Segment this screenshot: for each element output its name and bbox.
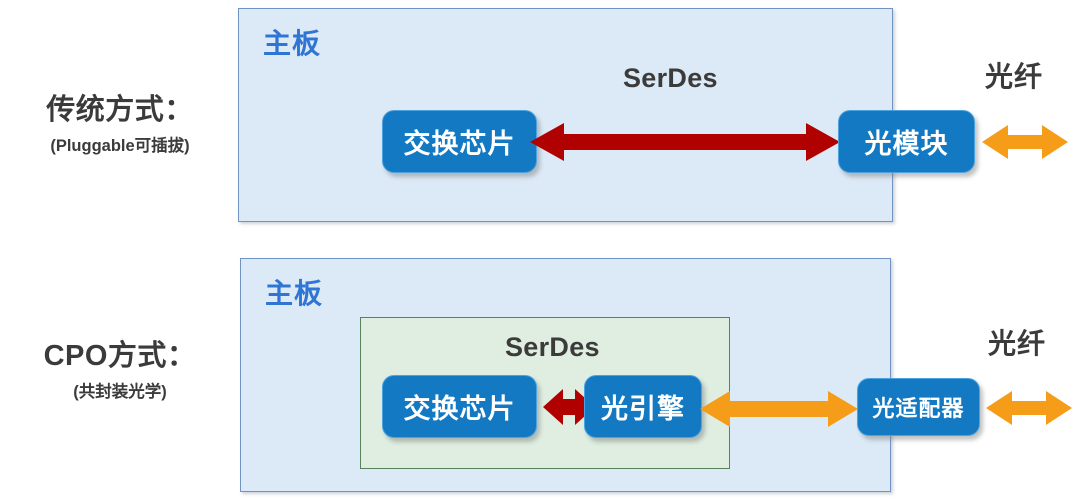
row-subtitle-traditional: (Pluggable可插拔): [50, 137, 190, 156]
fiber-label-traditional: 光纤: [985, 61, 1044, 92]
row-title-traditional: 传统方式：: [46, 94, 194, 126]
arrow-fiber-link-cpo: [986, 390, 1072, 426]
chip-switch-asic-cpo[interactable]: 交换芯片: [382, 375, 537, 438]
motherboard-title-cpo: 主板: [265, 278, 324, 309]
arrow-engine-adapter-link-cpo: [700, 390, 858, 428]
chip-optical-adapter-cpo[interactable]: 光适配器: [857, 378, 980, 436]
row-subtitle-cpo: (共封装光学): [73, 383, 167, 402]
serdes-label-traditional: SerDes: [623, 63, 718, 93]
arrow-serdes-short-link-cpo: [543, 387, 595, 427]
fiber-label-cpo: 光纤: [988, 328, 1047, 359]
chip-switch-asic-traditional[interactable]: 交换芯片: [382, 110, 537, 173]
row-label-cpo: CPO方式： (共封装光学): [14, 340, 226, 402]
row-label-traditional: 传统方式： (Pluggable可插拔): [14, 94, 226, 156]
motherboard-traditional: [238, 8, 893, 222]
chip-optical-module-traditional[interactable]: 光模块: [838, 110, 975, 173]
motherboard-title-traditional: 主板: [263, 28, 322, 59]
serdes-label-cpo: SerDes: [505, 332, 600, 362]
row-title-cpo: CPO方式：: [43, 340, 197, 372]
chip-optical-engine-cpo[interactable]: 光引擎: [584, 375, 702, 438]
arrow-serdes-link-traditional: [530, 122, 840, 162]
arrow-fiber-link-traditional: [982, 124, 1068, 160]
